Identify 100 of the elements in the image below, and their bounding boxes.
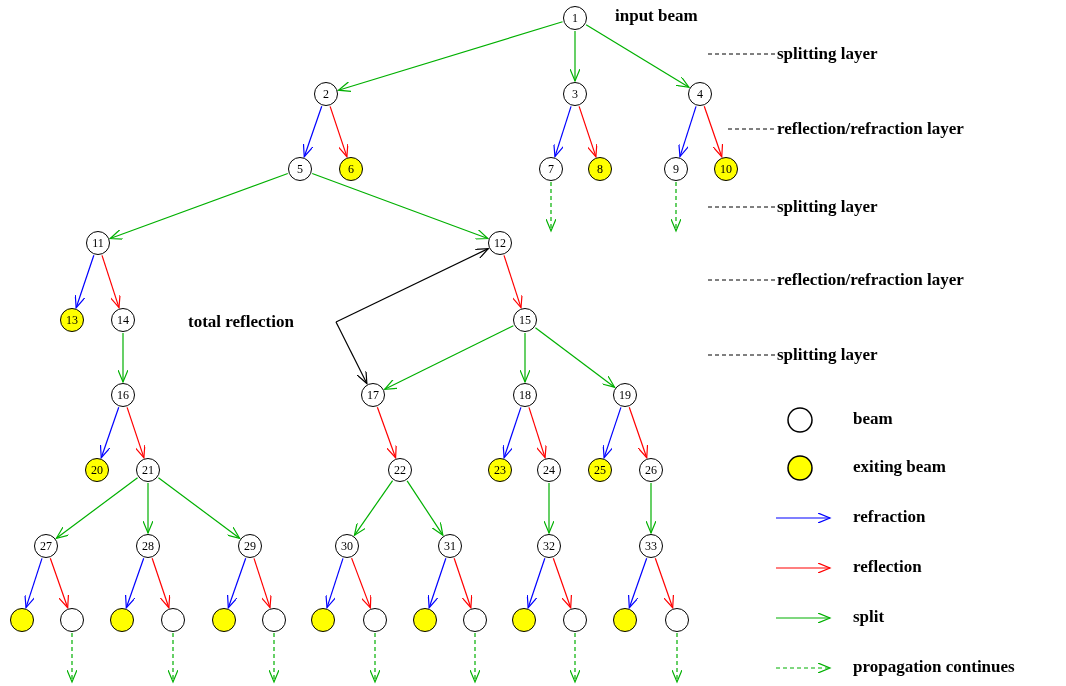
arrow (671, 632, 683, 683)
arrow (66, 632, 78, 683)
beam-node: 15 (513, 308, 537, 332)
beam-node: 12 (488, 231, 512, 255)
beam-node (563, 608, 587, 632)
layer-label: reflection/refraction layer (777, 119, 964, 139)
arrow (569, 632, 581, 683)
arrow (543, 482, 555, 534)
arrow (376, 406, 397, 459)
arrow (406, 480, 444, 536)
arrow (469, 632, 481, 683)
arrow (453, 557, 473, 609)
layer-label: splitting layer (777, 345, 878, 365)
arrow (502, 406, 522, 459)
beam-node: 1 (563, 6, 587, 30)
arrow (24, 557, 43, 609)
arrow (553, 105, 572, 158)
arrow (678, 105, 697, 158)
exiting-beam-node: 20 (85, 458, 109, 482)
arrow (167, 632, 179, 683)
arrow (117, 332, 129, 383)
beam-node: 18 (513, 383, 537, 407)
arrow (49, 557, 70, 609)
beam-node: 24 (537, 458, 561, 482)
layer-label: splitting layer (777, 197, 878, 217)
arrow (645, 482, 657, 534)
exiting-beam-node (110, 608, 134, 632)
arrow (353, 480, 394, 536)
beam-node (60, 608, 84, 632)
arrow (253, 557, 272, 609)
node-caption: input beam (615, 6, 698, 26)
exiting-beam-node: 10 (714, 157, 738, 181)
arrow (351, 557, 372, 609)
legend-label: beam (853, 409, 893, 429)
beam-node: 5 (288, 157, 312, 181)
beam-node: 30 (335, 534, 359, 558)
beam-node: 26 (639, 458, 663, 482)
arrow (654, 557, 675, 609)
beam-node: 31 (438, 534, 462, 558)
arrow (545, 181, 557, 232)
exiting-beam-node (512, 608, 536, 632)
arrow (302, 105, 323, 158)
arrow (503, 254, 523, 309)
arrow (55, 477, 139, 539)
exiting-beam-node: 6 (339, 157, 363, 181)
arrow (142, 482, 154, 534)
exiting-beam-node (613, 608, 637, 632)
beam-node (262, 608, 286, 632)
arrow (329, 105, 349, 158)
arrow (335, 248, 489, 323)
arrow (126, 406, 146, 459)
beam-node: 19 (613, 383, 637, 407)
beam-node: 16 (111, 383, 135, 407)
arrow (585, 24, 690, 88)
arrow (384, 325, 514, 390)
beam-node (363, 608, 387, 632)
beam-node: 11 (86, 231, 110, 255)
exiting-beam-node (10, 608, 34, 632)
exiting-beam-node (311, 608, 335, 632)
arrow (528, 406, 547, 459)
beam-node: 17 (361, 383, 385, 407)
layer-label: reflection/refraction layer (777, 270, 964, 290)
beam-node: 21 (136, 458, 160, 482)
beam-node: 22 (388, 458, 412, 482)
beam-node: 33 (639, 534, 663, 558)
exiting-beam-node: 13 (60, 308, 84, 332)
layer-label: splitting layer (777, 44, 878, 64)
beam-node: 9 (664, 157, 688, 181)
arrow (703, 105, 724, 158)
beam-node: 14 (111, 308, 135, 332)
arrow (427, 557, 447, 609)
arrow (670, 181, 682, 232)
arrow (151, 557, 171, 609)
arrow (74, 254, 95, 309)
arrow (337, 21, 564, 93)
exiting-beam-node (212, 608, 236, 632)
beam-node: 28 (136, 534, 160, 558)
arrow (101, 254, 121, 309)
beam-node: 27 (34, 534, 58, 558)
exiting-beam-node: 8 (588, 157, 612, 181)
beam-node: 32 (537, 534, 561, 558)
beam-node: 7 (539, 157, 563, 181)
beam-node: 2 (314, 82, 338, 106)
beam-node (463, 608, 487, 632)
annotation-text: total reflection (188, 312, 334, 332)
beam-node: 4 (688, 82, 712, 106)
arrow (157, 477, 241, 539)
exiting-beam-node: 23 (488, 458, 512, 482)
arrow (99, 406, 120, 459)
arrow (369, 632, 381, 683)
arrow (325, 557, 344, 609)
legend-label: reflection (853, 557, 922, 577)
arrow (552, 557, 573, 609)
arrow (534, 327, 616, 388)
beam-node (161, 608, 185, 632)
arrow (268, 632, 280, 683)
beam-node (665, 608, 689, 632)
arrow (526, 557, 546, 609)
arrow (627, 557, 648, 609)
legend-label: split (853, 607, 885, 627)
